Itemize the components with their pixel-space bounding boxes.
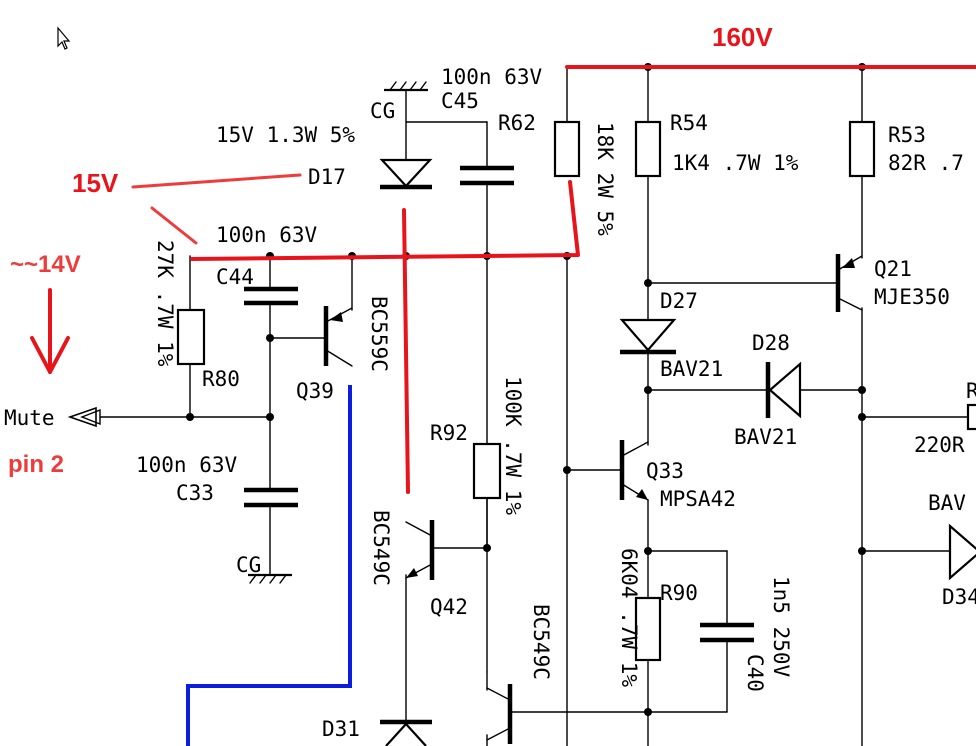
d27-ref: D27	[660, 289, 698, 313]
q21-ref: Q21	[874, 257, 912, 281]
net-mute: Mute	[4, 406, 55, 430]
c40-ref: C40	[743, 654, 767, 692]
q33-ref: Q33	[646, 459, 684, 483]
r-right-ref: R	[966, 379, 976, 403]
capacitor-c40-icon	[700, 622, 754, 643]
r62-ref: R62	[498, 111, 536, 135]
r92-ref: R92	[430, 421, 468, 445]
d31-ref: D31	[322, 717, 360, 741]
c33-value: 100n 63V	[136, 453, 238, 477]
mouse-cursor-icon	[57, 26, 71, 50]
capacitor-c44-icon	[244, 286, 298, 306]
c40-value: 1n5 250V	[769, 576, 793, 678]
d34-ref: D34	[942, 585, 976, 609]
resistor-r90-icon	[634, 596, 662, 662]
q42-ref: Q42	[430, 595, 468, 619]
net-cg-bottom: CG	[236, 553, 261, 577]
red-markup	[30, 65, 976, 494]
chassis-ground-top-icon	[384, 81, 428, 92]
annotation-15v: 15V	[72, 168, 119, 198]
pointer-line-15v-2	[150, 206, 198, 245]
transistor-bottom-icon	[486, 684, 513, 744]
transistor-q21-icon	[835, 254, 863, 312]
r90-value: 6K04 .7W 1%	[617, 548, 641, 687]
resistor-r62-icon	[553, 120, 581, 178]
r80-value: 27K .7W 1%	[153, 240, 177, 367]
transistor-q33-icon	[619, 440, 649, 501]
diode-d34-icon	[948, 523, 976, 581]
d28-value: BAV21	[734, 425, 797, 449]
d17-ref: D17	[308, 165, 346, 189]
q33-value: MPSA42	[660, 487, 736, 511]
r-right-value: 220R	[914, 433, 965, 457]
diode-d27-icon	[619, 318, 677, 355]
diode-d31-icon	[380, 719, 432, 746]
annotation-pin2: pin 2	[8, 451, 64, 478]
resistor-r54-icon	[634, 120, 662, 178]
r54-ref: R54	[670, 111, 708, 135]
blue-trace-highlight	[186, 385, 352, 746]
resistor-r53-icon	[848, 120, 876, 178]
c33-ref: C33	[176, 481, 214, 505]
c44-ref: C44	[216, 265, 254, 289]
c45-ref: C45	[441, 89, 479, 113]
transistor-q39-icon	[323, 306, 353, 367]
q39-ref: Q39	[296, 379, 334, 403]
r53-ref: R53	[888, 123, 926, 147]
rail-15v-highlight	[190, 180, 580, 261]
q21-value: MJE350	[874, 285, 950, 309]
r92-value: 100K .7W 1%	[501, 376, 525, 515]
resistor-r92-icon	[472, 442, 502, 500]
r54-value: 1K4 .7W 1%	[672, 151, 799, 175]
c45-value: 100n 63V	[441, 65, 543, 89]
d17-value: 15V 1.3W 5%	[216, 123, 355, 147]
capacitor-c33-icon	[244, 487, 298, 508]
net-cg-top: CG	[370, 99, 395, 123]
capacitor-c45-icon	[460, 165, 514, 186]
chassis-ground-bottom-icon	[248, 573, 292, 584]
resistor-r-right-icon	[966, 403, 976, 431]
resistor-r80-icon	[176, 308, 206, 366]
r62-value: 18K 2W 5%	[593, 122, 617, 236]
annotation-160v: 160V	[712, 22, 773, 52]
c44-value: 100n 63V	[216, 223, 318, 247]
q42-value: BC549C	[369, 510, 393, 586]
d28-ref: D28	[752, 331, 790, 355]
mute-connector-icon	[67, 406, 101, 428]
annotation-14v: ~~14V	[10, 251, 81, 278]
d27-value: BAV21	[660, 357, 723, 381]
zener-diode-d17-icon	[379, 158, 433, 190]
diode-d28-icon	[765, 361, 802, 419]
q-bottom-value: BC549C	[529, 604, 553, 680]
transistor-q42-icon	[405, 520, 435, 580]
r80-ref: R80	[202, 367, 240, 391]
r90-ref: R90	[660, 581, 698, 605]
d34-value: BAV	[928, 491, 966, 515]
q39-value: BC559C	[367, 296, 391, 372]
zener-branch-highlight	[402, 208, 410, 494]
down-arrow-icon	[30, 288, 70, 374]
r53-value: 82R .7	[888, 151, 964, 175]
pointer-line-15v	[131, 173, 302, 189]
